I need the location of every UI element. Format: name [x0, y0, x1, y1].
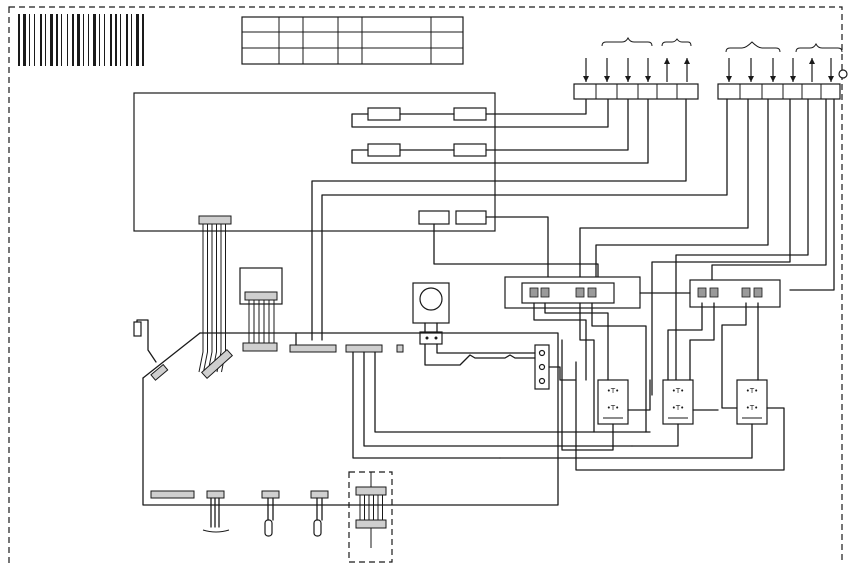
- bottom-enclosure: [348, 471, 393, 563]
- svg-text:•T•: •T•: [672, 404, 685, 412]
- relay-2-symbol: •T•: [672, 387, 685, 395]
- relay-2: •T• •T•: [662, 379, 694, 425]
- small-module: [239, 267, 283, 352]
- board-to-terminal-wires: [311, 98, 835, 396]
- relay-1: •T• •T•: [597, 379, 629, 425]
- svg-text:•T•: •T•: [607, 404, 620, 412]
- relay-wires: [499, 292, 785, 471]
- barcode: [18, 14, 144, 66]
- relay-housing-left: [504, 276, 641, 309]
- control-board: [133, 92, 496, 232]
- board-components: [351, 87, 649, 225]
- dashed-border: [8, 6, 843, 564]
- bottom-connectors: [150, 490, 329, 537]
- relay-3-symbol: •T•: [746, 387, 759, 395]
- motor: [412, 282, 450, 345]
- relay-3: •T• •T•: [736, 379, 768, 425]
- left-sensor: [133, 319, 169, 381]
- terminal-block-right: [717, 83, 841, 100]
- terminal-arrows: [583, 58, 834, 82]
- terminal-braces: [601, 36, 848, 79]
- svg-text:•T•: •T•: [746, 404, 759, 412]
- socket: [534, 344, 550, 390]
- header-table: [241, 16, 464, 65]
- ribbon-cable: [198, 215, 234, 380]
- relay-housing-right: [689, 279, 781, 308]
- main-bus: [142, 332, 576, 506]
- terminal-block-left: [573, 83, 699, 100]
- relay-1-symbol: •T•: [607, 387, 620, 395]
- bus-connectors: [289, 332, 633, 459]
